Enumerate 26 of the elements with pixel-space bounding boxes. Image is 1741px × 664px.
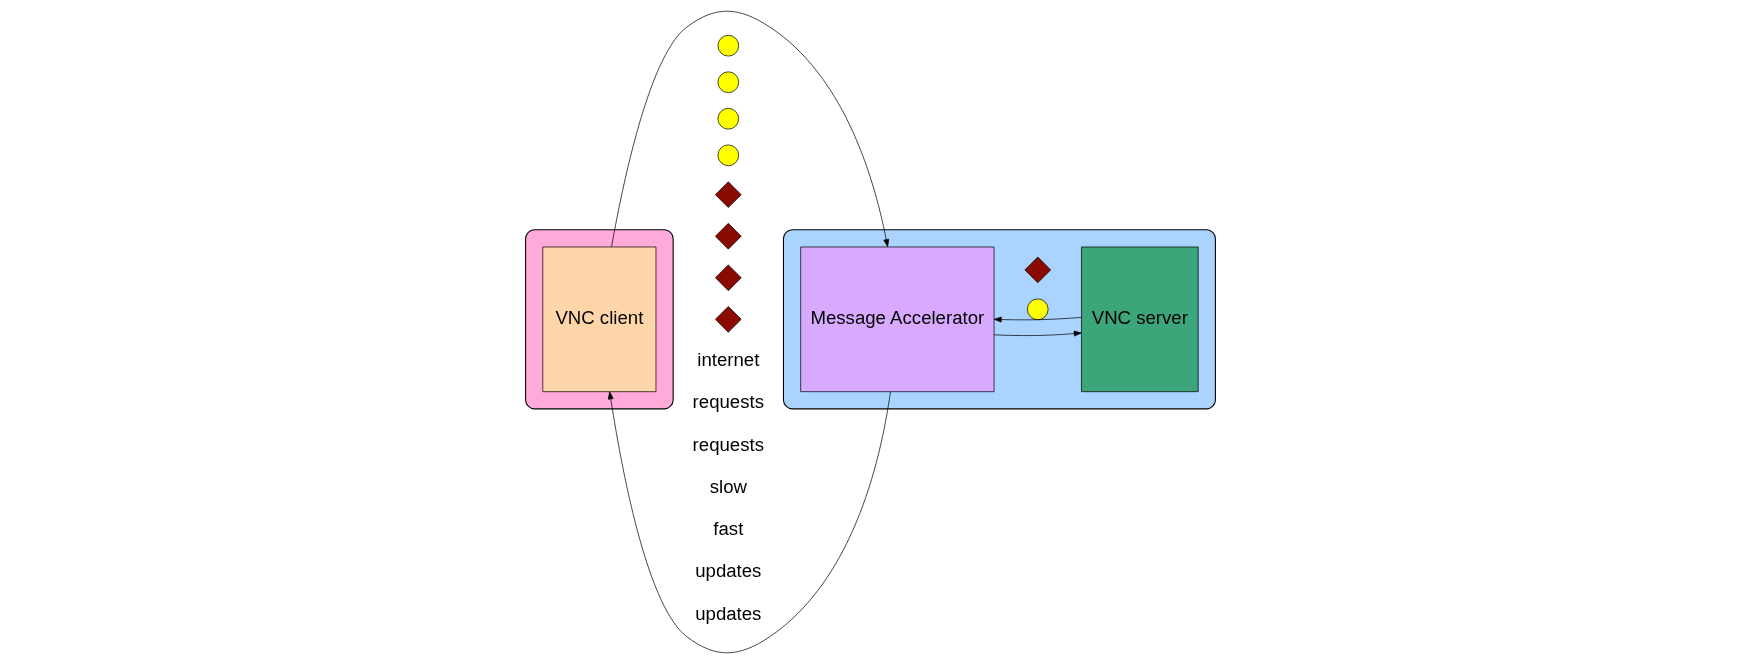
node-diamond	[715, 181, 742, 208]
label: slow	[709, 475, 747, 497]
node-box: VNC server	[1081, 246, 1199, 393]
arrow	[607, 391, 891, 654]
arrow	[993, 330, 1082, 337]
cluster	[525, 229, 674, 410]
node-box: VNC client	[542, 246, 657, 393]
arrow	[611, 10, 890, 248]
node-diamond	[1024, 256, 1051, 284]
label: updates	[695, 560, 762, 582]
node-box: Message Accelerator	[800, 246, 995, 393]
node-circle	[717, 108, 740, 130]
arrow	[993, 316, 1082, 323]
label: updates	[695, 602, 762, 624]
label: requests	[692, 433, 765, 455]
label: internet	[697, 349, 760, 371]
node-circle	[717, 144, 740, 167]
label: requests	[692, 391, 765, 413]
node-diamond	[715, 223, 742, 250]
node-circle	[1027, 298, 1049, 321]
node-circle	[717, 34, 740, 57]
cluster	[782, 229, 1216, 410]
label: fast	[713, 518, 744, 540]
node-diamond	[715, 264, 742, 292]
node-circle	[717, 71, 740, 93]
node-diamond	[715, 306, 742, 333]
